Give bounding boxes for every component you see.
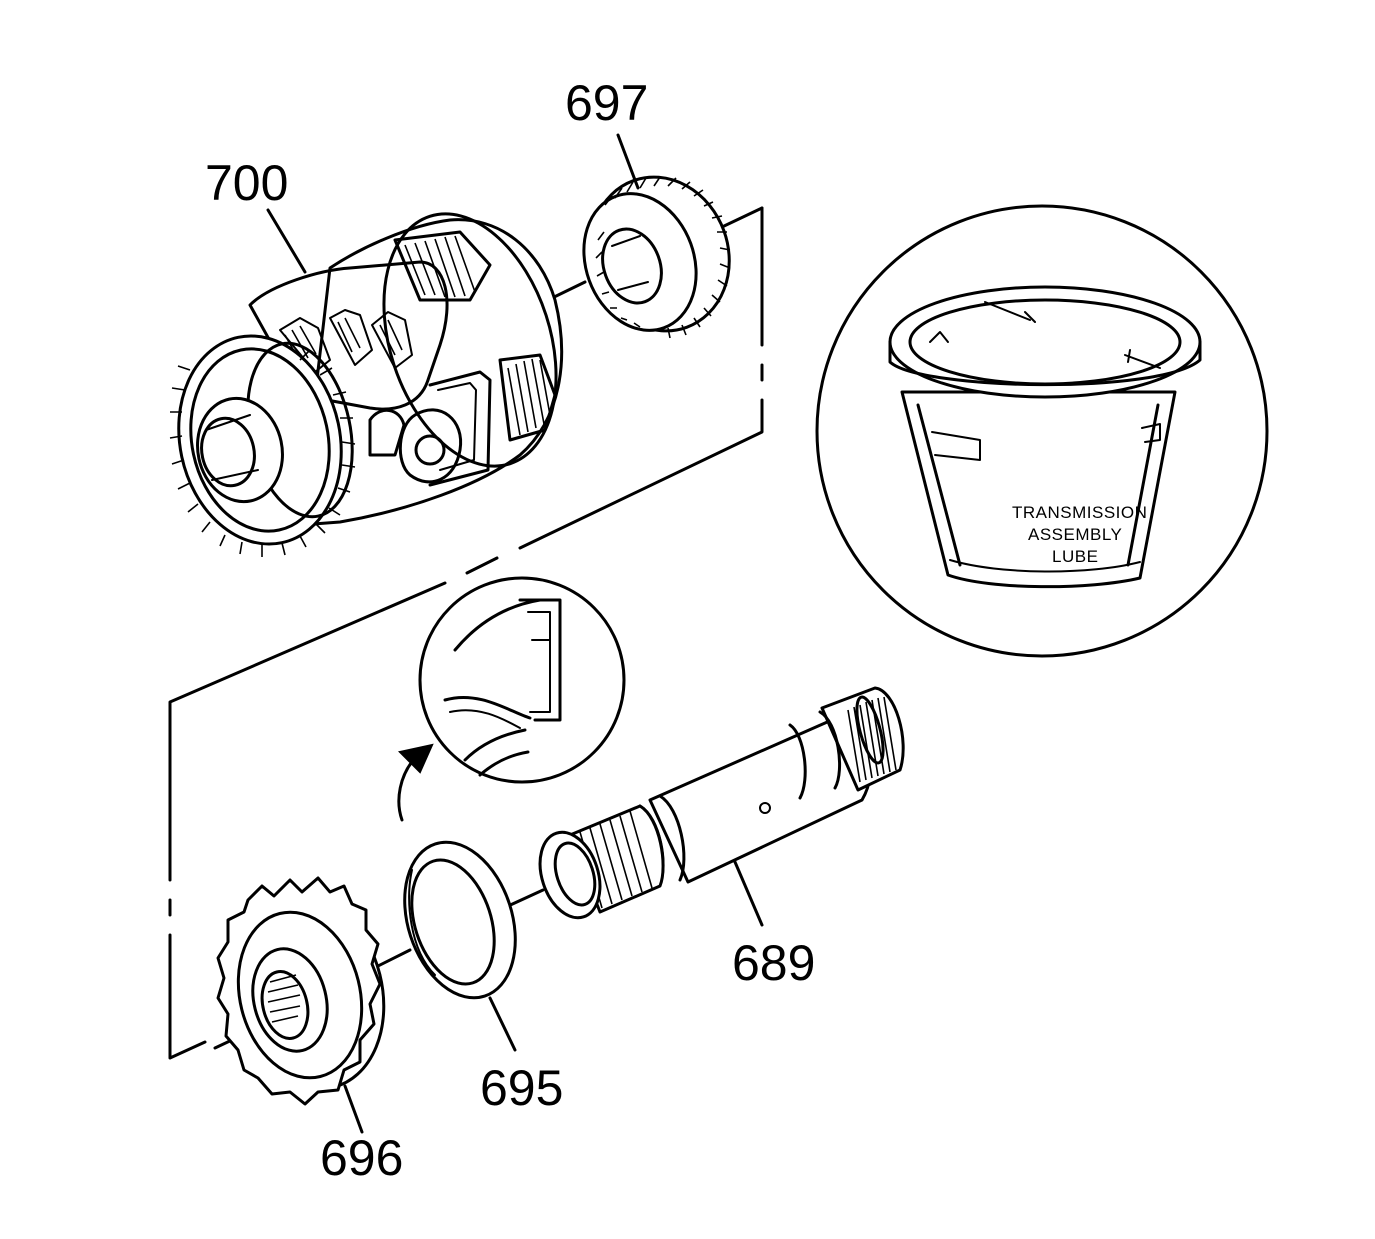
gear-697 <box>582 175 731 339</box>
lube-label-line2: ASSEMBLY <box>1028 525 1122 544</box>
curved-arrow-icon <box>397 743 434 822</box>
seal-detail-inset <box>418 576 626 784</box>
leader-695 <box>488 996 517 1052</box>
leader-696 <box>343 1084 364 1134</box>
lube-label-line1: TRANSMISSION <box>1012 503 1147 522</box>
lube-label-line3: LUBE <box>1052 547 1098 566</box>
callout-700: 700 <box>205 155 288 211</box>
leader-697 <box>616 133 640 190</box>
callout-695: 695 <box>480 1060 563 1116</box>
reaction-gear-696 <box>216 876 386 1106</box>
leader-700 <box>266 208 307 274</box>
alignment-frame <box>168 206 764 1060</box>
inset-circle <box>815 204 1269 658</box>
lube-container-inset: TRANSMISSION ASSEMBLY LUBE <box>815 204 1269 658</box>
differential-carrier-700 <box>169 212 564 557</box>
callout-696: 696 <box>320 1130 403 1186</box>
callout-689: 689 <box>732 935 815 991</box>
leader-689 <box>733 860 764 927</box>
thrust-washer-695 <box>403 840 517 1000</box>
input-shaft-689 <box>538 686 905 920</box>
callout-697: 697 <box>565 75 648 131</box>
